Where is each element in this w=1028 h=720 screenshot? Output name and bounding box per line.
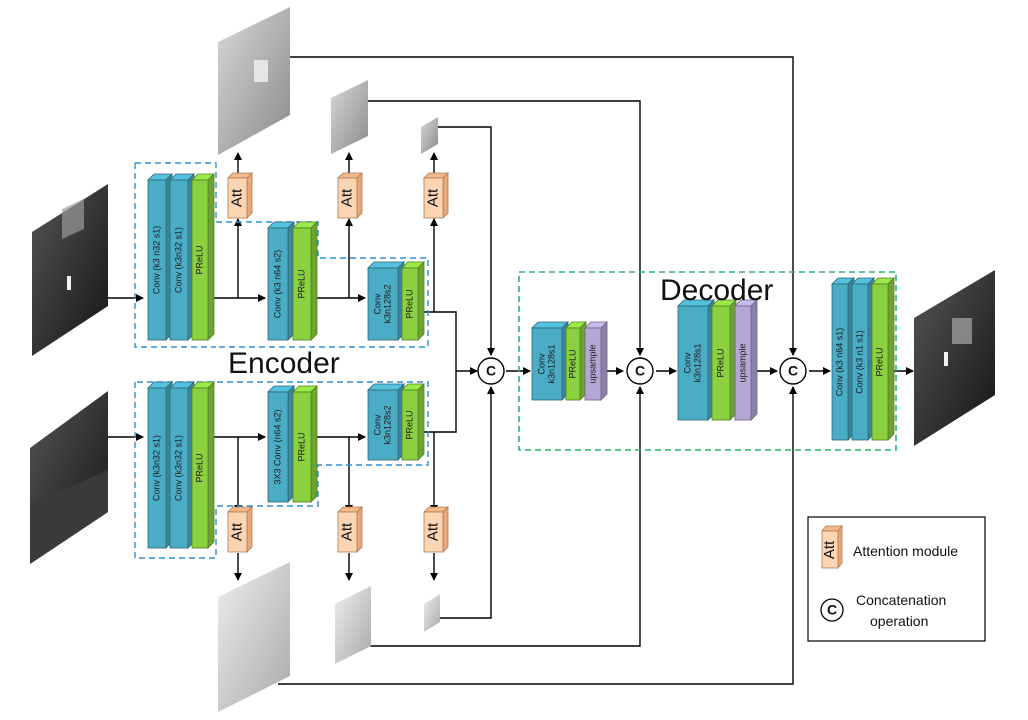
dec-conv3: Conv (k3 n64 s1) xyxy=(831,277,855,441)
att-map-top-2 xyxy=(331,80,368,154)
connections xyxy=(96,56,914,685)
concat-3: C xyxy=(779,357,807,385)
dec-conv2-label-0: Conv xyxy=(682,352,692,374)
dec-prelu3: PReLU xyxy=(871,277,895,441)
att-top-2-text: Att xyxy=(338,188,355,207)
decoder-label: Decoder xyxy=(660,274,773,307)
dec-prelu2-label-0: PReLU xyxy=(715,348,725,377)
enc-top-conv1-label-0: Conv (k3 n32 s1) xyxy=(151,226,161,295)
dec-prelu2: PReLU xyxy=(711,299,737,421)
enc-top-conv2: Conv (k3n32 s1) xyxy=(169,173,195,341)
enc-top-prelu1-label-0: PReLU xyxy=(194,245,204,274)
att-map-bottom-1 xyxy=(218,562,290,712)
att-bottom-1-text: Att xyxy=(228,522,245,541)
concat-3-symbol: C xyxy=(788,363,798,379)
enc-bot-prelu3: PReLU xyxy=(401,383,425,461)
input-thermal-image xyxy=(32,184,108,356)
input-visible-image xyxy=(30,391,108,564)
enc-bot-conv2: Conv (k3n32 s1) xyxy=(169,381,195,549)
enc-top-conv3: Conv (k3 n64 s2) xyxy=(267,221,295,341)
att-top-2: Att xyxy=(337,172,363,219)
encoder-label: Encoder xyxy=(228,347,340,380)
enc-bot-conv4-label-1: k3n128s2 xyxy=(382,405,392,444)
enc-bot-conv3: 3X3 Conv (n64 s2) xyxy=(267,385,295,503)
dec-upsample2: upsample xyxy=(734,299,758,421)
concat-2-symbol: C xyxy=(635,363,645,379)
att-top-1-text: Att xyxy=(228,188,245,207)
enc-bot-conv4-label-0: Conv xyxy=(372,414,382,436)
dec-conv1-label-0: Conv xyxy=(536,353,546,375)
legend-att-icon: Att xyxy=(821,524,843,570)
enc-bot-prelu2-label-0: PReLU xyxy=(296,432,306,461)
dec-upsample1: upsample xyxy=(584,321,608,401)
enc-top-prelu2-label-0: PReLU xyxy=(296,269,306,298)
enc-bot-conv1-label-0: Conv (k3n32 s1) xyxy=(151,435,161,501)
decoder-group-outline xyxy=(518,271,897,451)
att-bottom-2: Att xyxy=(337,506,363,553)
legend-att-text: Att xyxy=(821,540,838,559)
dec-prelu1: PReLU xyxy=(565,321,587,401)
enc-bot-conv1: Conv (k3n32 s1) xyxy=(147,381,173,549)
enc-top-prelu3: PReLU xyxy=(401,261,425,341)
dec-conv4: Conv (k3 n1 s1) xyxy=(851,277,875,441)
att-map-top-1 xyxy=(218,7,290,155)
legend-concat-symbol: C xyxy=(827,602,837,618)
att-top-3: Att xyxy=(423,172,449,219)
att-map-bottom-3 xyxy=(424,594,440,632)
enc-top-conv3-label-0: Conv (k3 n64 s2) xyxy=(272,250,282,319)
enc-top-conv4-label-1: k3n128s2 xyxy=(382,284,392,323)
enc-top-conv4-label-0: Conv xyxy=(372,293,382,315)
enc-bot-conv2-label-0: Conv (k3n32 s1) xyxy=(173,435,183,501)
legend-attention-label: Attention module xyxy=(853,543,958,559)
att-bottom-1: Att xyxy=(227,506,253,553)
dec-conv3-label-0: Conv (k3 n64 s1) xyxy=(834,328,844,397)
enc-bot-conv3-label-0: 3X3 Conv (n64 s2) xyxy=(272,409,282,484)
concat-1: C xyxy=(477,357,505,385)
att-top-1: Att xyxy=(227,172,253,219)
concat-1-symbol: C xyxy=(486,363,496,379)
dec-conv4-label-0: Conv (k3 n1 s1) xyxy=(854,330,864,394)
enc-top-conv2-label-0: Conv (k3n32 s1) xyxy=(173,227,183,293)
legend-concat-icon: C xyxy=(820,598,844,622)
att-bottom-3-text: Att xyxy=(424,522,441,541)
legend: Att Attention module C Concatenation ope… xyxy=(807,516,986,642)
dec-conv2-label-1: k3n128s1 xyxy=(692,343,702,382)
enc-top-prelu2: PReLU xyxy=(292,221,318,341)
att-bottom-2-text: Att xyxy=(338,522,355,541)
enc-bot-prelu1: PReLU xyxy=(191,381,215,549)
enc-bot-prelu3-label-0: PReLU xyxy=(404,410,414,439)
dec-prelu3-label-0: PReLU xyxy=(874,347,884,376)
enc-bot-prelu1-label-0: PReLU xyxy=(194,453,204,482)
dec-upsample1-label-0: upsample xyxy=(587,344,597,383)
dec-prelu1-label-0: PReLU xyxy=(567,349,577,378)
encoder-top-group-outline xyxy=(135,162,429,348)
concat-2: C xyxy=(626,357,654,385)
output-fused-image xyxy=(914,270,995,446)
att-bottom-3: Att xyxy=(423,506,449,553)
dec-upsample2-label-0: upsample xyxy=(737,343,747,382)
legend-concat-line1: Concatenation xyxy=(856,592,946,608)
enc-bot-prelu2: PReLU xyxy=(292,385,318,503)
enc-top-prelu1: PReLU xyxy=(191,173,215,341)
enc-top-conv1: Conv (k3 n32 s1) xyxy=(147,173,173,341)
enc-top-prelu3-label-0: PReLU xyxy=(404,289,414,318)
dec-conv1-label-1: k3n128s1 xyxy=(546,344,556,383)
att-map-bottom-2 xyxy=(335,586,371,664)
att-top-3-text: Att xyxy=(424,188,441,207)
encoder-bottom-group-outline xyxy=(134,381,429,559)
att-map-top-3 xyxy=(421,117,438,154)
legend-concat-line2: operation xyxy=(870,613,928,629)
